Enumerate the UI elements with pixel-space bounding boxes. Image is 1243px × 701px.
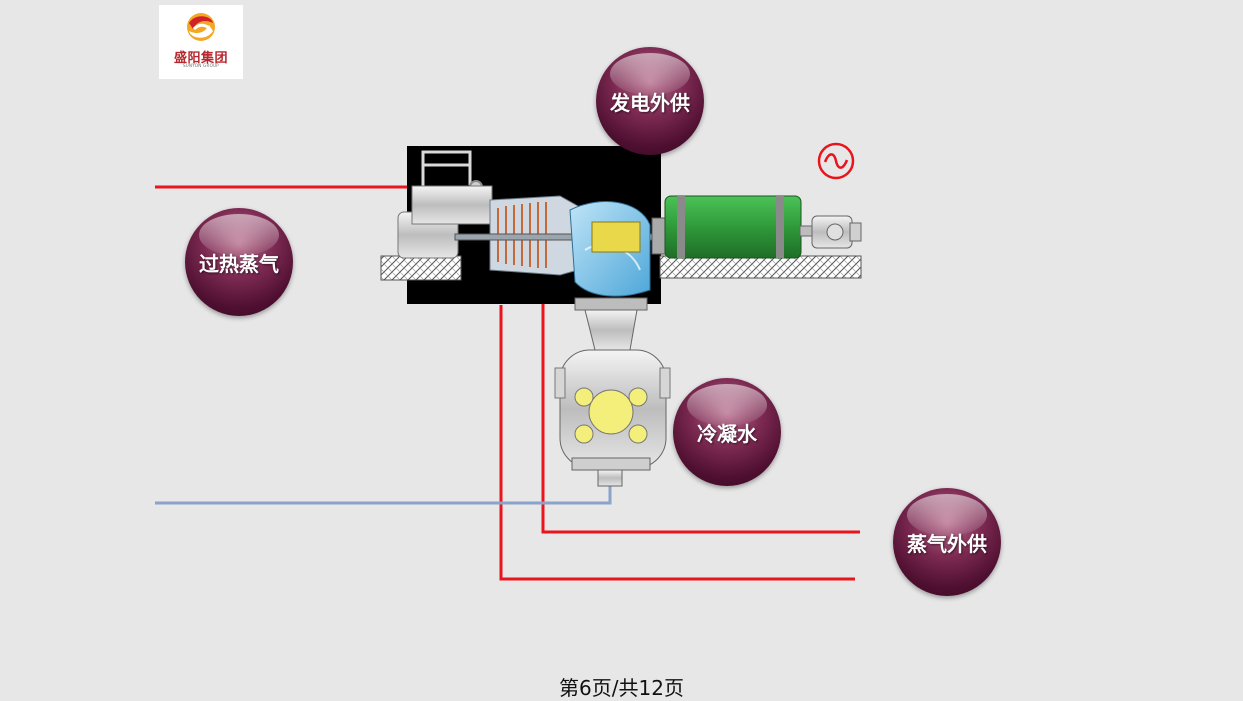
superheated-steam-label: 过热蒸气 [185, 208, 293, 316]
exhaust-pipe [584, 309, 638, 351]
steam-supply-line-inner [541, 280, 860, 534]
logo-emblem-icon [187, 13, 215, 41]
power-supply-label: 发电外供 [596, 47, 704, 155]
page-number: 第6页/共12页 [559, 676, 684, 700]
power-supply-text: 发电外供 [610, 90, 690, 115]
generator-foundation [659, 255, 862, 279]
condensate-label: 冷凝水 [673, 378, 781, 486]
steam-supply-label: 蒸气外供 [893, 488, 1001, 596]
condensate-text: 冷凝水 [697, 421, 757, 446]
company-logo: 盛阳集团 SUNYON GROUP [159, 5, 243, 79]
condensate-line [155, 485, 612, 505]
superheated-steam-text: 过热蒸气 [199, 251, 279, 276]
condenser [554, 349, 671, 487]
turbine-foundation [380, 255, 462, 281]
logo-subtitle: SUNYON GROUP [182, 63, 220, 68]
steam-supply-text: 蒸气外供 [907, 531, 987, 556]
logo-name: 盛阳集团 [173, 51, 228, 66]
steam-supply-line-outer [499, 305, 855, 581]
ac-generator-symbol-icon [817, 142, 855, 180]
